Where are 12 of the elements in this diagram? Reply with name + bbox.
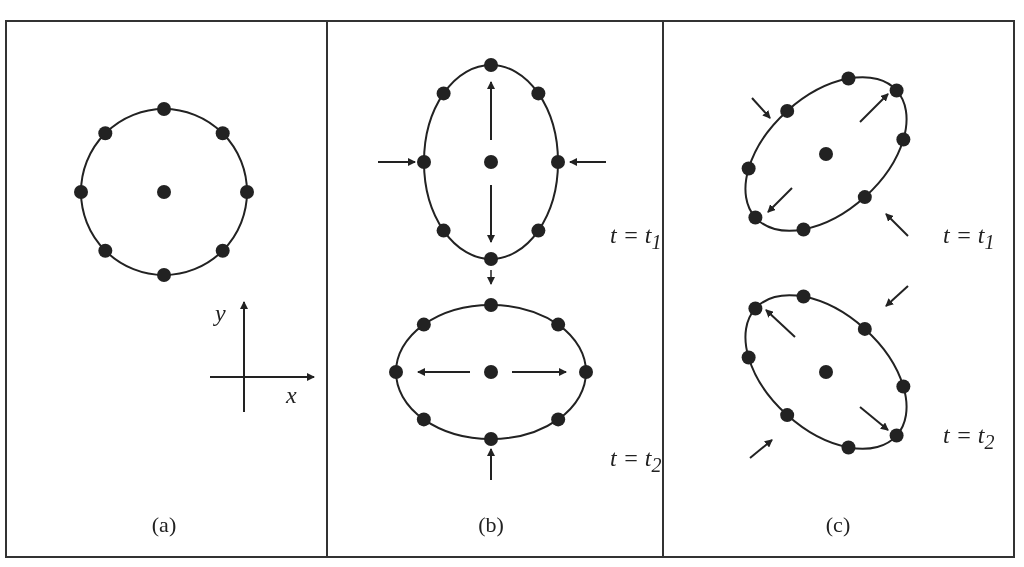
time-label: t = t$_{2}$ (943, 422, 995, 454)
figure-panel (662, 20, 1015, 558)
figure-panel (326, 20, 664, 558)
axis-label: y (215, 300, 226, 327)
time-label: t = t$_{2}$ (610, 445, 662, 477)
time-label: t = t$_{1}$ (943, 222, 995, 254)
panel-caption: (c) (825, 512, 851, 538)
time-label: t = t$_{1}$ (610, 222, 662, 254)
figure-panel (5, 20, 328, 558)
axis-label: x (286, 382, 297, 409)
panel-caption: (b) (478, 512, 504, 538)
panel-caption: (a) (151, 512, 177, 538)
